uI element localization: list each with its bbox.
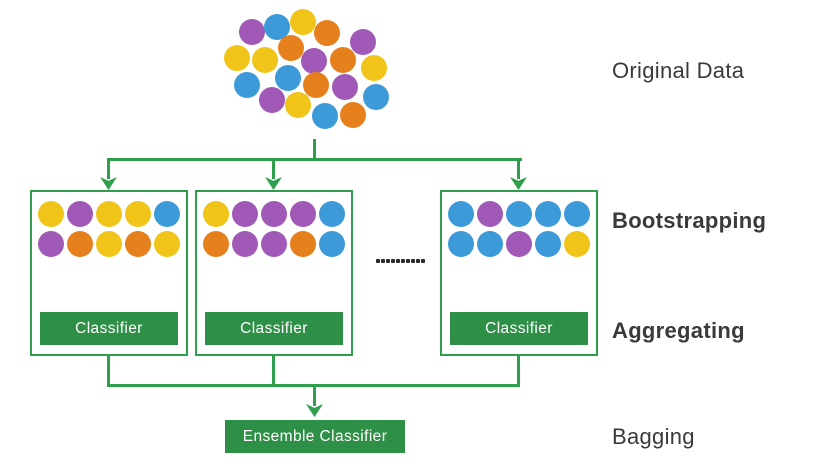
sample-dot — [38, 201, 64, 227]
sample-dot — [154, 231, 180, 257]
data-point-dot — [278, 35, 304, 61]
sample-dot — [564, 231, 590, 257]
flow-line-drop-1 — [107, 158, 110, 179]
sample-dot — [96, 201, 122, 227]
ellipsis-dot — [386, 259, 390, 263]
sample-dot — [477, 201, 503, 227]
ellipsis-dot — [396, 259, 400, 263]
sample-dot — [232, 231, 258, 257]
flow-line-cluster-stub — [313, 139, 316, 161]
sample-dot — [290, 231, 316, 257]
ellipsis-dot — [411, 259, 415, 263]
flow-line-drop-3 — [517, 158, 520, 179]
classifier-button-3: Classifier — [450, 312, 588, 345]
bootstrap-sample-box-2: Classifier — [195, 190, 353, 356]
flow-line-bottom-horizontal — [107, 384, 520, 387]
sample-dot — [506, 231, 532, 257]
sample-dot — [477, 231, 503, 257]
sample-dot — [38, 231, 64, 257]
sample-dot-grid — [32, 192, 186, 257]
flow-line-rise-3 — [517, 356, 520, 387]
sample-dot — [154, 201, 180, 227]
data-point-dot — [239, 19, 265, 45]
sample-dot — [535, 201, 561, 227]
sample-dot — [506, 201, 532, 227]
ellipsis-dot — [391, 259, 395, 263]
ensemble-classifier-button: Ensemble Classifier — [225, 420, 405, 453]
data-point-dot — [234, 72, 260, 98]
sample-dot — [125, 201, 151, 227]
flow-line-rise-2 — [272, 356, 275, 387]
sample-dot — [67, 231, 93, 257]
sample-dot — [96, 231, 122, 257]
ellipsis-dot — [381, 259, 385, 263]
sample-dot — [564, 201, 590, 227]
sample-dot — [448, 231, 474, 257]
sample-dot — [232, 201, 258, 227]
sample-dot — [261, 201, 287, 227]
label-aggregating: Aggregating — [612, 318, 745, 343]
classifier-button-1: Classifier — [40, 312, 178, 345]
label-original-data: Original Data — [612, 58, 745, 83]
ellipsis-dot — [406, 259, 410, 263]
data-point-dot — [314, 20, 340, 46]
data-point-dot — [361, 55, 387, 81]
sample-dot-grid — [197, 192, 351, 257]
data-point-dot — [285, 92, 311, 118]
flow-line-top-horizontal — [107, 158, 522, 161]
flow-line-ensemble-stub — [313, 387, 316, 406]
flow-line-drop-2 — [272, 158, 275, 179]
data-point-dot — [312, 103, 338, 129]
sample-dot — [203, 201, 229, 227]
data-point-dot — [259, 87, 285, 113]
ellipsis-separator — [376, 259, 425, 263]
data-point-dot — [330, 47, 356, 73]
data-point-dot — [275, 65, 301, 91]
label-bagging: Bagging — [612, 424, 695, 449]
sample-dot — [319, 201, 345, 227]
data-point-dot — [224, 45, 250, 71]
ellipsis-dot — [376, 259, 380, 263]
flow-line-rise-1 — [107, 356, 110, 387]
data-point-dot — [350, 29, 376, 55]
sample-dot — [203, 231, 229, 257]
sample-dot — [261, 231, 287, 257]
data-point-dot — [303, 72, 329, 98]
sample-dot — [448, 201, 474, 227]
sample-dot — [319, 231, 345, 257]
sample-dot — [125, 231, 151, 257]
data-point-dot — [290, 9, 316, 35]
data-point-dot — [340, 102, 366, 128]
sample-dot — [290, 201, 316, 227]
sample-dot — [535, 231, 561, 257]
data-point-dot — [332, 74, 358, 100]
data-point-dot — [301, 48, 327, 74]
data-point-dot — [252, 47, 278, 73]
sample-dot — [67, 201, 93, 227]
label-bootstrapping: Bootstrapping — [612, 208, 767, 233]
sample-dot-grid — [442, 192, 596, 257]
ellipsis-dot — [416, 259, 420, 263]
bootstrap-sample-box-1: Classifier — [30, 190, 188, 356]
bootstrap-sample-box-3: Classifier — [440, 190, 598, 356]
ellipsis-dot — [401, 259, 405, 263]
ellipsis-dot — [421, 259, 425, 263]
data-point-dot — [363, 84, 389, 110]
classifier-button-2: Classifier — [205, 312, 343, 345]
